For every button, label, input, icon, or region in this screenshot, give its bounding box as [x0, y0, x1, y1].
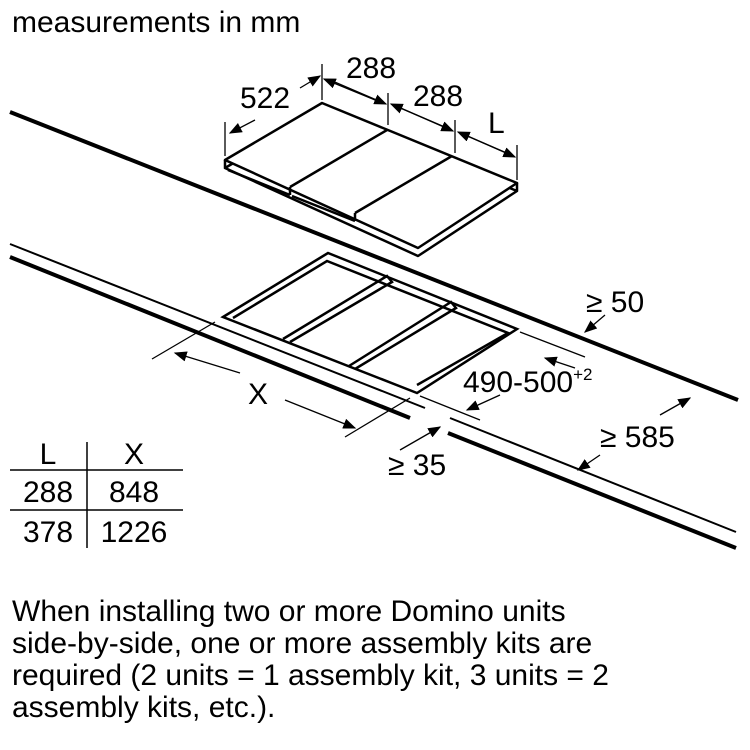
dim-counter-depth: ≥ 585	[600, 421, 675, 454]
diagram-title: measurements in mm	[12, 6, 301, 39]
table-header-x: X	[124, 438, 144, 471]
note-line: required (2 units = 1 assembly kit, 3 un…	[12, 659, 609, 692]
table-cell: 288	[23, 476, 73, 509]
dim-width-3: L	[488, 107, 505, 140]
dimension-lines	[151, 64, 692, 471]
cutout	[220, 251, 520, 395]
dim-back-clearance: ≥ 50	[586, 286, 644, 319]
dim-front-clearance: ≥ 35	[388, 449, 446, 482]
note-line: assembly kits, etc.).	[12, 691, 276, 724]
table-header-l: L	[40, 438, 57, 471]
note-line: side-by-side, one or more assembly kits …	[12, 627, 593, 660]
table-cell: 1226	[101, 516, 168, 549]
dim-depth: 522	[240, 82, 290, 115]
dim-cutout-width: X	[248, 378, 268, 411]
table-cell: 378	[23, 516, 73, 549]
dim-width-1: 288	[346, 52, 396, 85]
table-cell: 848	[109, 476, 159, 509]
dim-cutout-depth: 490-500+2	[463, 365, 593, 399]
size-table: L X 288 848 378 1226	[10, 438, 183, 549]
countertop	[9, 110, 739, 550]
domino-cooktops	[223, 101, 519, 258]
installation-note: When installing two or more Domino units…	[12, 596, 742, 724]
note-line: When installing two or more Domino units	[12, 595, 566, 628]
dim-width-2: 288	[413, 80, 463, 113]
